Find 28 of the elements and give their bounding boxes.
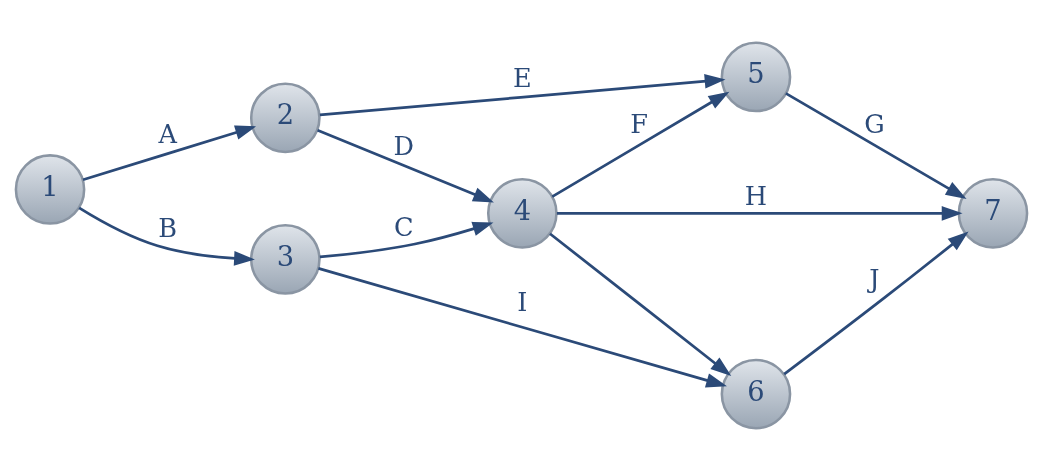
edge-label: H (744, 180, 768, 211)
arrow (319, 73, 726, 116)
arrow (556, 205, 963, 221)
node-circle: 4 (486, 177, 558, 249)
arrow (785, 91, 967, 199)
node-circle: 5 (720, 41, 792, 112)
edge-label: F (630, 108, 649, 139)
arrow (318, 266, 727, 387)
arrow (317, 128, 494, 202)
node-circle: 6 (720, 358, 792, 429)
arrow (549, 232, 732, 376)
edge-label: C (394, 211, 414, 241)
node-circle: 1 (14, 153, 86, 225)
edge-label: B (158, 212, 178, 243)
edge-label: I (517, 286, 528, 317)
arrow (783, 231, 969, 375)
node-circle: 7 (957, 177, 1029, 249)
arrow (319, 221, 494, 258)
arrow (551, 91, 730, 198)
edge-label: E (513, 62, 532, 93)
node-circle: 2 (249, 81, 321, 153)
edge-label: J (869, 263, 880, 294)
arrow (82, 125, 257, 181)
edge-label: G (864, 108, 885, 139)
edge-label: A (158, 118, 177, 149)
edge-label: D (393, 130, 415, 161)
node-circle: 3 (249, 223, 321, 295)
arrow (78, 206, 255, 266)
